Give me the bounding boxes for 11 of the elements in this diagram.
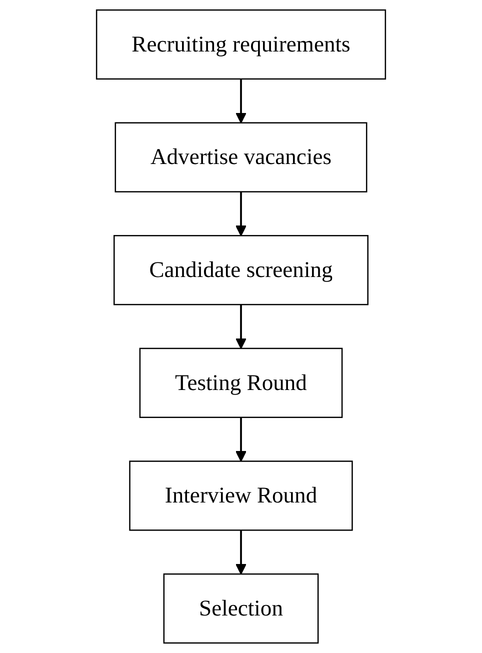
arrow — [235, 417, 247, 462]
node-box: Selection — [163, 573, 319, 644]
node-box: Advertise vacancies — [114, 122, 368, 192]
arrow — [235, 304, 247, 349]
arrow — [235, 192, 247, 236]
node-box: Recruiting requirements — [96, 9, 386, 80]
node-box: Testing Round — [139, 348, 343, 418]
node-box: Candidate screening — [114, 235, 368, 306]
arrow — [235, 530, 247, 575]
node-box: Interview Round — [129, 460, 353, 531]
arrow — [235, 78, 247, 124]
